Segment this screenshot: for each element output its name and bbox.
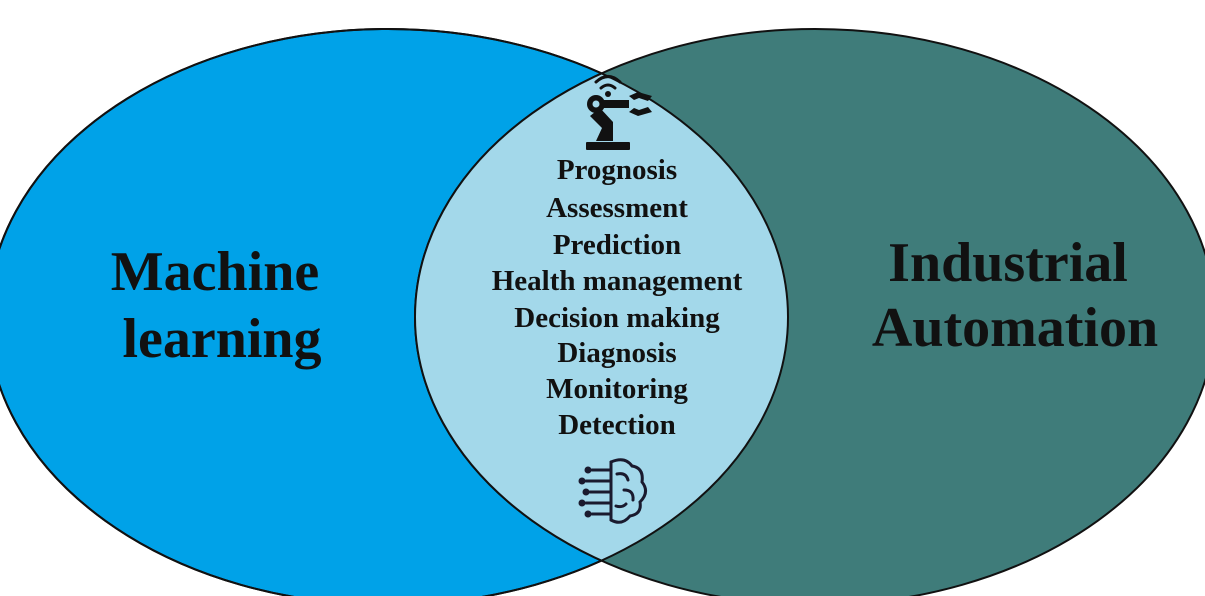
set-label-industrial-automation-line-2: Automation bbox=[872, 297, 1158, 359]
set-label-machine-learning-line-2: learning bbox=[122, 308, 321, 370]
set-label-machine-learning: Machine learning bbox=[111, 241, 333, 370]
overlap-outline-right bbox=[414, 29, 788, 596]
set-label-industrial-automation-line-1: Industrial bbox=[888, 232, 1128, 294]
set-label-machine-learning-line-1: Machine bbox=[111, 241, 319, 303]
set-label-industrial-automation: Industrial Automation bbox=[872, 232, 1158, 359]
overlap-item-detection: Detection bbox=[558, 409, 676, 441]
robot-arm-icon bbox=[586, 75, 652, 150]
overlap-item-health-management: Health management bbox=[492, 265, 743, 297]
overlap-item-prognosis: Prognosis bbox=[557, 154, 677, 186]
overlap-item-monitoring: Monitoring bbox=[546, 373, 688, 405]
overlap-item-decision-making: Decision making bbox=[514, 302, 720, 334]
overlap-item-prediction: Prediction bbox=[553, 229, 681, 261]
overlap-items: Prognosis Assessment Prediction Health m… bbox=[492, 154, 743, 441]
overlap-item-diagnosis: Diagnosis bbox=[557, 337, 676, 369]
ai-brain-icon bbox=[578, 458, 647, 524]
overlap-item-assessment: Assessment bbox=[546, 192, 688, 224]
overlap-outline-left bbox=[0, 28, 789, 596]
